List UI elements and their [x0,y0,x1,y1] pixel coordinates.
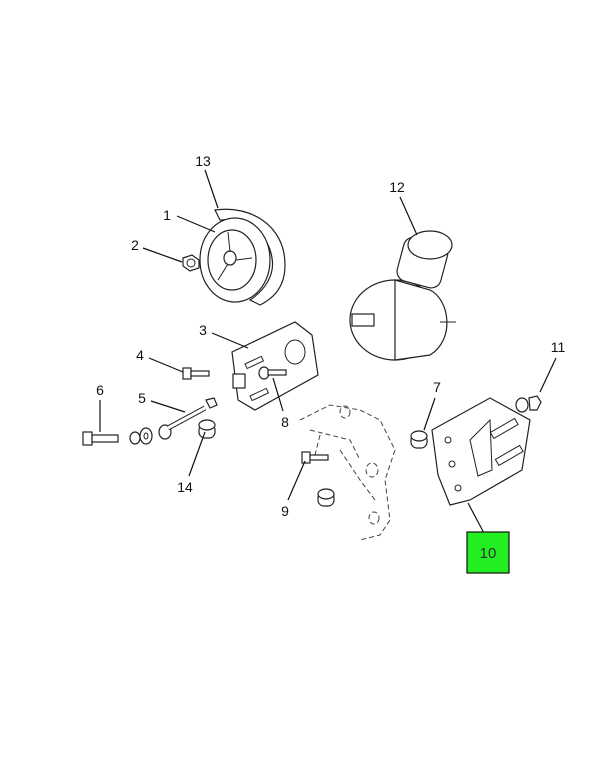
callout-14[interactable]: 14 [177,479,193,495]
bolt-8-part [258,366,287,380]
highlight-box-10[interactable] [466,531,510,574]
callout-6[interactable]: 6 [96,382,104,398]
nut-11-part [515,395,542,413]
callout-7[interactable]: 7 [433,379,441,395]
leader-lines [99,169,557,536]
callout-10[interactable]: 10 [480,545,497,562]
callout-3[interactable]: 3 [199,322,207,338]
bolt-4-part [182,367,210,380]
callout-12[interactable]: 12 [389,179,405,195]
nut-part [182,254,200,272]
pulley-part [199,208,286,306]
callout-2[interactable]: 2 [131,237,139,253]
callout-5[interactable]: 5 [138,390,146,406]
pump-part [349,230,456,361]
spacer-7-part [410,430,428,449]
bolt-6-part [82,427,153,446]
callout-9[interactable]: 9 [281,503,289,519]
callout-1[interactable]: 1 [163,207,171,223]
engine-mount-outline [299,404,396,541]
callout-8[interactable]: 8 [281,414,289,430]
spacer-14-part [198,419,216,439]
bracket-10-part [431,397,531,506]
callout-11[interactable]: 11 [551,339,566,355]
bolt-5-part [158,397,218,440]
bolt-9-part [301,451,329,464]
callout-13[interactable]: 13 [195,153,211,169]
spacer-part [317,488,335,507]
bracket-plate-part [231,321,319,411]
callout-4[interactable]: 4 [136,347,144,363]
